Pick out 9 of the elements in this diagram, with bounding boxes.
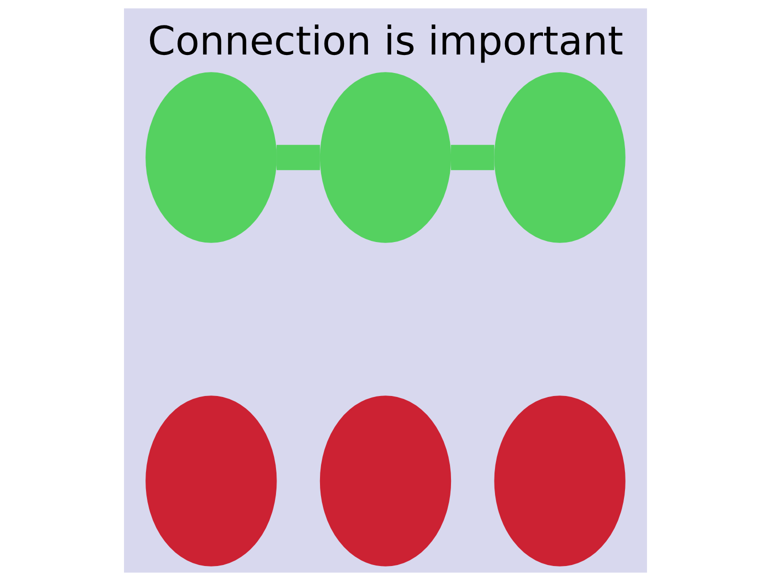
node-ellipse [319, 72, 451, 243]
connector [276, 144, 320, 170]
node-ellipse [319, 396, 451, 566]
node-ellipse [145, 72, 276, 243]
connector [450, 144, 494, 170]
diagram-title: Connection is important [147, 18, 623, 64]
node-ellipse [145, 396, 276, 566]
node-ellipse [494, 396, 625, 566]
node-ellipse [494, 72, 625, 243]
